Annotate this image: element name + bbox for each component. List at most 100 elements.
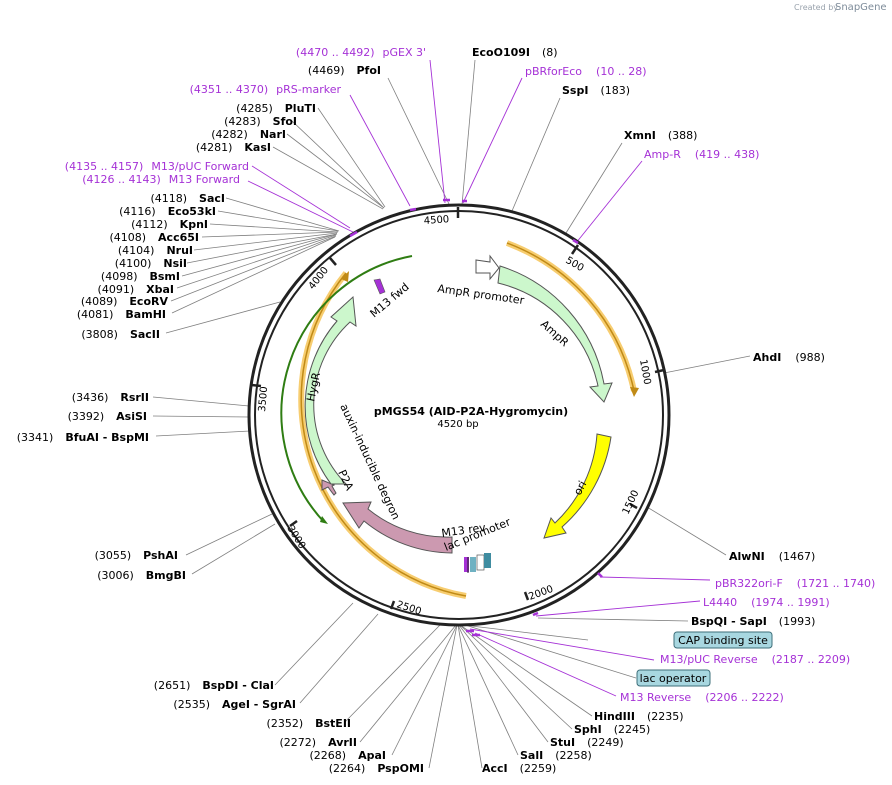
enzyme-label-pspomi[interactable]: (2264)PspOMI [329, 762, 424, 775]
primer-marks [349, 198, 603, 637]
enzyme-name: NsiI [163, 257, 187, 270]
enzyme-pos: (183) [600, 84, 630, 97]
enzyme-name: BmgBI [146, 569, 186, 582]
enzyme-label-bfuai-bspmi[interactable]: (3341)BfuAI - BspMI [17, 431, 149, 444]
enzyme-label-saci[interactable]: (4118) SacI [150, 192, 225, 205]
primer-label-m13puc-forward[interactable]: (4135 .. 4157)M13/pUC Forward [65, 160, 249, 173]
primer-label-prs-marker[interactable]: (4351 .. 4370)pRS-marker [190, 83, 342, 96]
primer-label-l4440[interactable]: L4440(1974 .. 1991) [703, 596, 830, 609]
enzyme-pos: (2651) [154, 679, 191, 692]
enzyme-label-agei-sgrai[interactable]: (2535)AgeI - SgrAI [173, 698, 296, 711]
primer-label-pbrforeco[interactable]: pBRforEco(10 .. 28) [525, 65, 647, 78]
primer-label-pgex3[interactable]: (4470 .. 4492)pGEX 3' [296, 46, 426, 59]
cap-binding-site-box[interactable]: CAP binding site [673, 631, 773, 649]
enzyme-label-sali[interactable]: SalI(2258) [520, 749, 592, 762]
enzyme-pos: (4091) [98, 283, 135, 296]
primer-label-amp-r[interactable]: Amp-R(419 .. 438) [644, 148, 759, 161]
tick-4000: 4000 [307, 265, 331, 292]
enzyme-label-sacii[interactable]: (3808)SacII [81, 328, 160, 341]
enzyme-name: AvrII [328, 736, 357, 749]
label-m13-fwd: M13 fwd [368, 280, 412, 320]
enzyme-name: Acc65I [158, 231, 199, 244]
enzyme-pos: (2249) [587, 736, 624, 749]
primer-label-pbr322ori-f[interactable]: pBR322ori-F (1721 .. 1740) [715, 577, 875, 590]
enzyme-pos: (988) [795, 351, 825, 364]
snapgene-logo: SnapGene [835, 2, 887, 13]
enzyme-pos: (1467) [779, 550, 816, 563]
enzyme-label-bamhi[interactable]: (4081)BamHI [77, 308, 166, 321]
enzyme-label-nrui[interactable]: (4104)NruI [118, 244, 193, 257]
primer-range: (2206 .. 2222) [705, 691, 784, 704]
enzyme-label-pshai[interactable]: (3055)PshAI [95, 549, 178, 562]
enzyme-label-bsmi[interactable]: (4098)BsmI [101, 270, 180, 283]
enzyme-label-kasi[interactable]: (4281)KasI [196, 141, 271, 154]
enzyme-label-xbai[interactable]: (4091)XbaI [98, 283, 174, 296]
enzyme-pos: (4118) [150, 192, 187, 205]
enzyme-pos: (4116) [119, 205, 156, 218]
enzyme-pos: (3055) [95, 549, 132, 562]
label-m13-rev: M13 rev [441, 521, 487, 540]
enzyme-name: EcoO109I [472, 46, 530, 59]
primer-range: (4351 .. 4370) [190, 83, 269, 96]
enzyme-name: SfoI [273, 115, 297, 128]
enzyme-label-sspi[interactable]: SspI(183) [562, 84, 630, 97]
enzyme-name: ApaI [358, 749, 386, 762]
enzyme-label-ecoo109i[interactable]: EcoO109I(8) [472, 46, 558, 59]
lac-operator-box[interactable]: lac operator [636, 669, 711, 687]
enzyme-label-bmgbi[interactable]: (3006) BmgBI [97, 569, 186, 582]
enzyme-label-nsii[interactable]: (4100)NsiI [115, 257, 187, 270]
primer-label-m13puc-reverse[interactable]: M13/pUC Reverse(2187 .. 2209) [660, 653, 850, 666]
enzyme-label-eco53ki[interactable]: (4116)Eco53kI [119, 205, 216, 218]
primer-name: pBR322ori-F [715, 577, 783, 590]
enzyme-pos: (4089) [81, 295, 118, 308]
enzyme-name: BspDI - ClaI [202, 679, 274, 692]
enzyme-label-alwni[interactable]: AlwNI(1467) [729, 550, 815, 563]
enzyme-name: SacI [199, 192, 225, 205]
enzyme-pos: (2272) [280, 736, 317, 749]
primer-name: M13 Reverse [620, 691, 691, 704]
enzyme-name: PfoI [357, 64, 382, 77]
enzyme-name: AsiSI [116, 410, 147, 423]
enzyme-label-pluti[interactable]: (4285)PluTI [236, 102, 316, 115]
enzyme-pos: (3006) [97, 569, 134, 582]
enzyme-label-acci[interactable]: AccI(2259) [482, 762, 556, 775]
enzyme-label-bsteii[interactable]: (2352)BstEII [267, 717, 351, 730]
primer-range: (1721 .. 1740) [797, 577, 876, 590]
tick-500: 500 [564, 255, 586, 274]
primer-name: M13 Forward [169, 173, 240, 186]
enzyme-label-ecorv[interactable]: (4089)EcoRV [81, 295, 169, 308]
enzyme-label-asisi[interactable]: (3392)AsiSI [68, 410, 147, 423]
tick-1000: 1000 [637, 359, 652, 386]
enzyme-label-stui[interactable]: StuI(2249) [550, 736, 624, 749]
enzyme-pos: (388) [668, 129, 698, 142]
primer-range: (4135 .. 4157) [65, 160, 144, 173]
enzyme-pos: (4282) [211, 128, 248, 141]
enzyme-label-bspdi-clai[interactable]: (2651) BspDI - ClaI [154, 679, 274, 692]
enzyme-label-ahdi[interactable]: AhdI(988) [753, 351, 825, 364]
enzyme-label-apai[interactable]: (2268)ApaI [310, 749, 386, 762]
enzyme-label-pfoi[interactable]: (4469) PfoI [308, 64, 381, 77]
primer-name: pGEX 3' [382, 46, 426, 59]
enzyme-label-sphi[interactable]: SphI(2245) [574, 723, 650, 736]
enzyme-label-bspqi-sapi[interactable]: BspQI - SapI(1993) [691, 615, 815, 628]
enzyme-name: NruI [166, 244, 193, 257]
enzyme-label-nari[interactable]: (4282)NarI [211, 128, 286, 141]
enzyme-label-acc65i[interactable]: (4108)Acc65I [109, 231, 199, 244]
primer-label-m13-forward[interactable]: (4126 .. 4143)M13 Forward [82, 173, 240, 186]
enzyme-pos: (2235) [647, 710, 684, 723]
enzyme-label-kpni[interactable]: (4112)KpnI [131, 218, 208, 231]
enzyme-label-avrii[interactable]: (2272) AvrII [280, 736, 357, 749]
enzyme-label-sfoi[interactable]: (4283)SfoI [224, 115, 297, 128]
enzyme-label-hindiii[interactable]: HindIII (2235) [594, 710, 684, 723]
enzyme-name: PluTI [285, 102, 316, 115]
backbone-ticks [251, 207, 665, 610]
enzyme-pos: (3341) [17, 431, 54, 444]
enzyme-pos: (2245) [614, 723, 651, 736]
enzyme-pos: (4469) [308, 64, 345, 77]
enzyme-label-xmni[interactable]: XmnI(388) [624, 129, 697, 142]
enzyme-label-rsrii[interactable]: (3436)RsrII [72, 391, 149, 404]
primer-label-m13-reverse[interactable]: M13 Reverse (2206 .. 2222) [620, 691, 784, 704]
enzyme-name: HindIII [594, 710, 635, 723]
lac-operator-label: lac operator [640, 672, 707, 685]
